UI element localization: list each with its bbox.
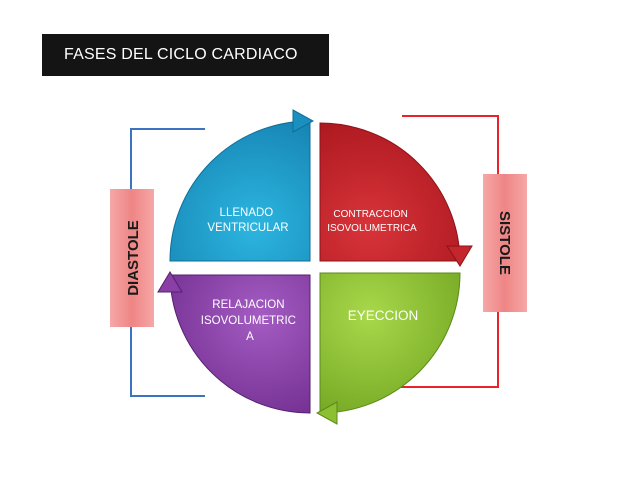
quadrant-label-relajacion: RELAJACION ISOVOLUMETRIC A — [201, 299, 299, 343]
title-banner: FASES DEL CICLO CARDIACO — [42, 34, 329, 76]
diastole-label: DIASTOLE — [125, 220, 142, 296]
quadrant-llenado-ventricular: LLENADO VENTRICULAR — [169, 109, 315, 262]
sistole-label: SISTOLE — [496, 211, 513, 275]
quadrant-label-llenado: LLENADO VENTRICULAR — [207, 207, 288, 234]
quadrant-relajacion-isovolumetrica: RELAJACION ISOVOLUMETRIC A — [157, 271, 311, 414]
sistole-panel — [483, 174, 527, 312]
arrow-right-icon — [292, 109, 315, 133]
page-title: FASES DEL CICLO CARDIACO — [64, 46, 298, 63]
quadrant-contraccion-isovolumetrica: CONTRACCION ISOVOLUMETRICA — [319, 122, 473, 267]
quadrant-eyeccion: EYECCION — [315, 272, 461, 425]
arrow-left-icon — [315, 401, 338, 425]
arrow-up-icon — [157, 271, 183, 293]
quadrant-label-contraccion: CONTRACCION ISOVOLUMETRICA — [327, 209, 417, 234]
quadrant-label-eyeccion: EYECCION — [348, 308, 419, 323]
arrow-down-icon — [446, 245, 473, 267]
diastole-panel — [110, 189, 154, 327]
